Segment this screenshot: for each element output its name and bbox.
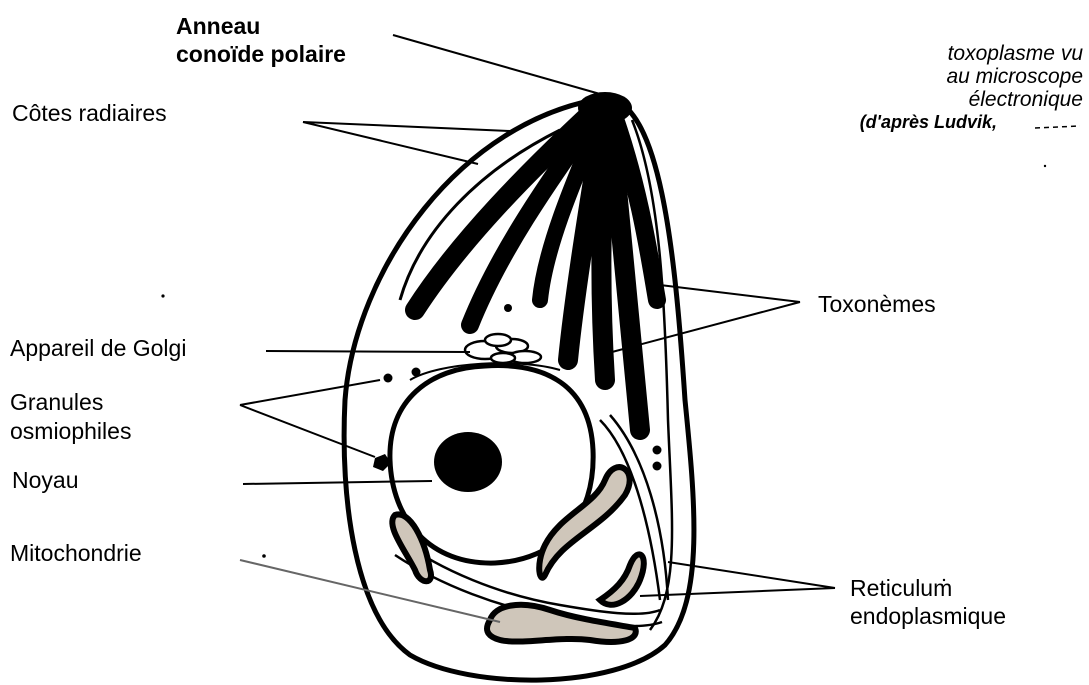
label-granules-line2: osmiophiles (10, 417, 131, 446)
nucleolus (434, 432, 502, 492)
leader-reticulum-2 (640, 588, 835, 596)
label-anneau: Anneau conoïde polaire (176, 12, 346, 68)
label-granules: Granules osmiophiles (10, 388, 131, 446)
label-granules-line1: Granules (10, 388, 131, 417)
caption-line1: toxoplasme vu (860, 42, 1083, 65)
label-noyau: Noyau (12, 466, 78, 494)
caption-line3: électronique (860, 88, 1083, 111)
leader-granules-2 (240, 405, 375, 457)
leader-anneau (393, 35, 600, 94)
label-reticulum: Reticulum endoplasmique (850, 574, 1006, 630)
label-golgi: Appareil de Golgi (10, 334, 186, 362)
caption-line4: (d'après Ludvik, (860, 111, 997, 133)
leader-granules-1 (240, 380, 380, 405)
label-toxonemes: Toxonèmes (818, 290, 936, 318)
leader-toxonemes-2 (612, 302, 800, 352)
leader-toxonemes-1 (660, 285, 800, 302)
label-cotes-radiaires: Côtes radiaires (12, 99, 167, 127)
caption: toxoplasme vu au microscope électronique… (860, 42, 1083, 133)
label-mitochondrie: Mitochondrie (10, 539, 142, 567)
leader-golgi (266, 351, 470, 352)
label-reticulum-line1: Reticulum (850, 574, 1006, 602)
label-anneau-line1: Anneau (176, 12, 346, 40)
label-anneau-line2: conoïde polaire (176, 40, 346, 68)
caption-line2: au microscope (860, 65, 1083, 88)
label-reticulum-line2: endoplasmique (850, 602, 1006, 630)
golgi-apparatus (465, 334, 541, 363)
